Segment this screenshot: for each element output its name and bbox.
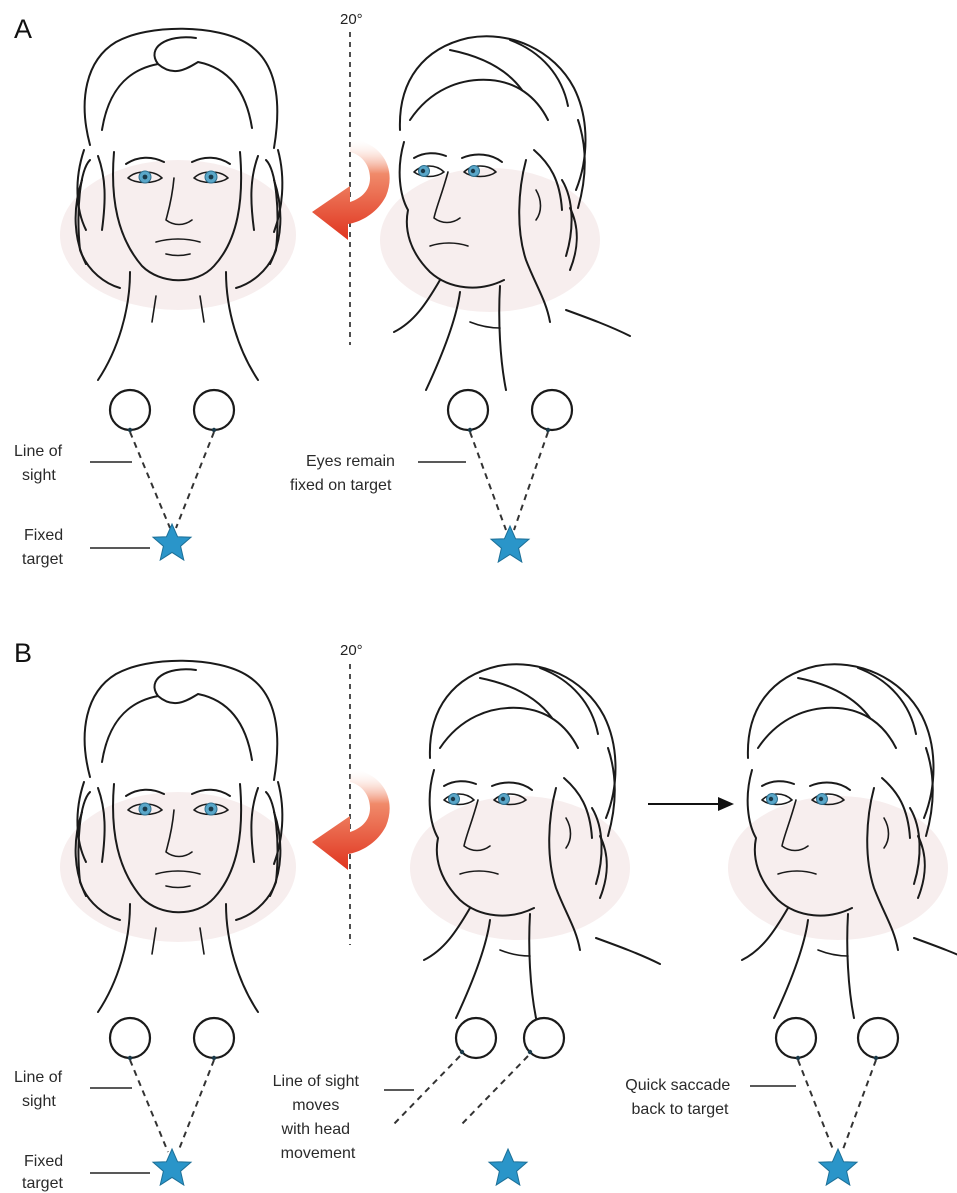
eyeball-icon xyxy=(110,390,150,430)
iris-mark xyxy=(212,428,216,432)
eye-diagram-b-right: Quick saccade back to target xyxy=(625,1018,898,1185)
line-of-sight xyxy=(460,1056,528,1126)
head-turned-b-right xyxy=(728,664,957,1018)
line-of-sight xyxy=(392,1056,460,1126)
iris-mark xyxy=(460,1050,464,1054)
target-star-icon xyxy=(491,526,529,562)
label-line-of-sight: Line of sight xyxy=(14,1069,67,1110)
eye-diagram-a-left: Line of sight Fixed target xyxy=(14,390,234,568)
panel-a-letter: A xyxy=(14,14,32,44)
head-turned-b-middle xyxy=(410,664,660,1018)
label-sight-moves: Line of sight moves with head movement xyxy=(273,1073,364,1162)
eye-diagram-a-right: Eyes remain fixed on target xyxy=(290,390,572,562)
line-of-sight xyxy=(842,1060,876,1152)
iris-mark xyxy=(546,428,550,432)
head-front-b xyxy=(60,661,296,1012)
target-star-icon xyxy=(153,524,191,560)
panel-a: A 20° Line of sight xyxy=(14,11,630,568)
label-fixed-target: Fixed target xyxy=(22,527,68,568)
target-star-icon xyxy=(489,1149,527,1185)
line-of-sight xyxy=(130,1060,168,1152)
head-front-a xyxy=(60,29,296,380)
line-of-sight xyxy=(178,1060,214,1152)
line-of-sight xyxy=(798,1060,834,1152)
label-eyes-remain: Eyes remain fixed on target xyxy=(290,453,399,494)
label-quick-saccade: Quick saccade back to target xyxy=(625,1077,734,1118)
eyeball-icon xyxy=(110,1018,150,1058)
eyeball-icon xyxy=(194,390,234,430)
iris-mark xyxy=(528,1050,532,1054)
eyeball-icon xyxy=(858,1018,898,1058)
label-fixed-target: Fixed target xyxy=(22,1153,68,1192)
target-star-icon xyxy=(153,1149,191,1185)
rotation-arrow-icon xyxy=(312,138,390,240)
line-of-sight xyxy=(514,432,548,530)
eye-diagram-b-middle: Line of sight moves with head movement xyxy=(273,1018,564,1185)
line-of-sight xyxy=(470,432,506,530)
angle-label-a: 20° xyxy=(340,11,363,28)
iris-mark xyxy=(128,1056,132,1060)
panel-b: B 20° xyxy=(14,638,957,1192)
target-star-icon xyxy=(819,1149,857,1185)
iris-mark xyxy=(212,1056,216,1060)
line-of-sight xyxy=(176,432,214,528)
eye-diagram-b-left: Line of sight Fixed target xyxy=(14,1018,234,1192)
eyeball-icon xyxy=(194,1018,234,1058)
angle-label-b: 20° xyxy=(340,642,363,659)
label-line-of-sight: Line of sight xyxy=(14,443,67,484)
panel-b-letter: B xyxy=(14,638,32,668)
eyeball-icon xyxy=(448,390,488,430)
iris-mark xyxy=(128,428,132,432)
right-arrow-icon xyxy=(648,797,734,811)
iris-mark xyxy=(874,1056,878,1060)
head-turned-a xyxy=(380,36,630,390)
iris-mark xyxy=(468,428,472,432)
eyeball-icon xyxy=(532,390,572,430)
line-of-sight xyxy=(130,432,170,528)
iris-mark xyxy=(796,1056,800,1060)
eyeball-icon xyxy=(776,1018,816,1058)
rotation-arrow-icon xyxy=(312,768,390,870)
